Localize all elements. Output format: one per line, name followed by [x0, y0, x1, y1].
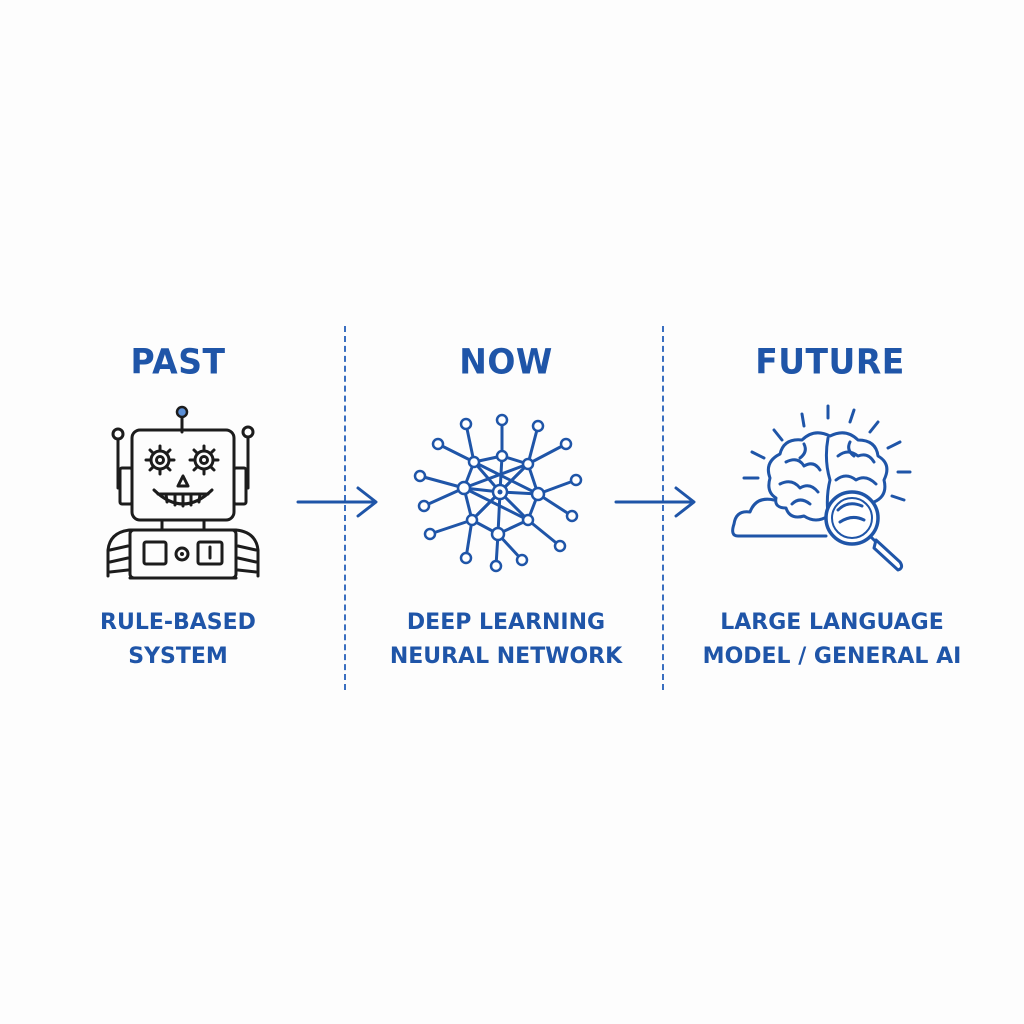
brain-magnifier-icon [731, 404, 912, 572]
heading-future: FUTURE [755, 341, 905, 382]
caption-now: DEEP LEARNING NEURAL NETWORK [356, 606, 656, 674]
heading-past: PAST [130, 341, 226, 382]
caption-now-line2: NEURAL NETWORK [389, 644, 623, 669]
divider-past-now [344, 326, 346, 690]
robot-icon [106, 405, 260, 580]
caption-future: LARGE LANGUAGE MODEL / GENERAL AI [682, 606, 982, 674]
caption-past-line2: SYSTEM [128, 644, 228, 669]
neural-network-icon [413, 413, 583, 573]
heading-now: NOW [459, 341, 553, 382]
caption-past: RULE-BASED SYSTEM [28, 606, 328, 674]
arrow-right-icon [296, 486, 378, 518]
caption-past-line1: RULE-BASED [100, 610, 256, 635]
caption-future-line2: MODEL / GENERAL AI [702, 644, 962, 669]
caption-future-line1: LARGE LANGUAGE [720, 610, 944, 635]
divider-now-future [662, 326, 664, 690]
arrow-right-icon [614, 486, 696, 518]
caption-now-line1: DEEP LEARNING [406, 610, 606, 635]
